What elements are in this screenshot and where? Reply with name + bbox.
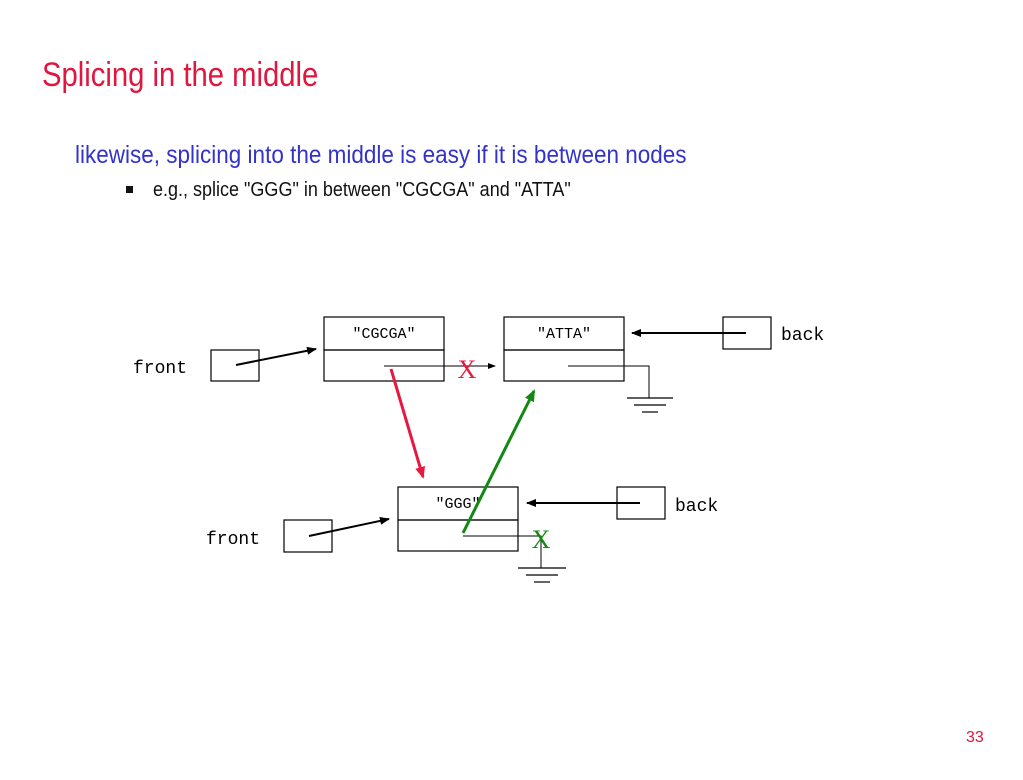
top-node-cgcga: "CGCGA" xyxy=(323,316,496,382)
bottom-cut-mark: X xyxy=(532,525,551,554)
top-front-box xyxy=(210,349,260,382)
bottom-null-ground-icon xyxy=(518,567,566,583)
bullet-level-1: likewise, splicing into the middle is ea… xyxy=(75,141,687,169)
bottom-node-ggg: "GGG" xyxy=(397,486,542,568)
top-node-atta: "ATTA" xyxy=(503,316,650,398)
slide-title: Splicing in the middle xyxy=(42,56,319,94)
top-back-label: back xyxy=(781,326,824,346)
bottom-front-box xyxy=(283,519,333,553)
bottom-back-label: back xyxy=(675,497,718,517)
top-back-pointer: back xyxy=(631,316,824,350)
node-atta-value: "ATTA" xyxy=(537,326,591,343)
bullet-level-2: e.g., splice "GGG" in between "CGCGA" an… xyxy=(153,179,571,201)
node-atta-null-link xyxy=(568,365,650,398)
green-splice-arrow xyxy=(461,389,536,534)
bottom-front-label: front xyxy=(206,530,260,550)
page-number: 33 xyxy=(966,729,984,746)
red-splice-arrow xyxy=(389,368,425,479)
top-front-arrow xyxy=(235,346,317,366)
bottom-front-arrow xyxy=(308,516,390,537)
node-ggg-null-link xyxy=(463,535,542,568)
square-bullet-icon xyxy=(126,186,133,193)
node-ggg-value: "GGG" xyxy=(435,496,480,513)
top-cut-mark: X xyxy=(458,355,477,384)
node-cgcga-value: "CGCGA" xyxy=(352,326,415,343)
bottom-back-pointer: back xyxy=(526,486,718,520)
top-null-ground-icon xyxy=(627,397,673,413)
bottom-front-pointer: front xyxy=(206,516,390,553)
top-front-pointer: front xyxy=(133,346,317,382)
top-front-label: front xyxy=(133,359,187,379)
